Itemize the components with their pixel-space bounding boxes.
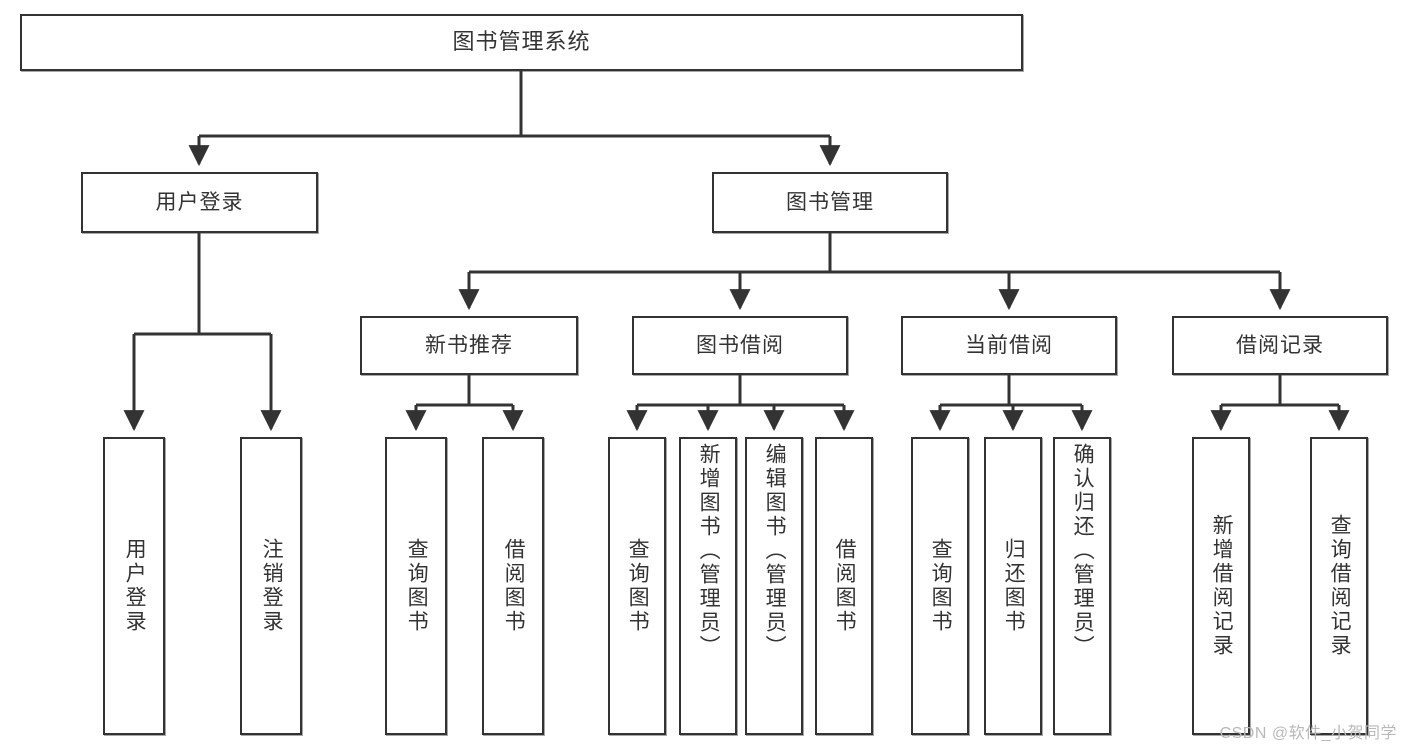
leaf-user-logout[interactable]: 注销登录 — [240, 437, 302, 735]
leaf-query-book-current[interactable]: 查询图书 — [911, 437, 969, 735]
leaf-edit-book-admin[interactable]: 编辑图书（管理员） — [745, 437, 803, 735]
leaf-add-book-admin[interactable]: 新增图书（管理员） — [679, 437, 737, 735]
node-borrow-record[interactable]: 借阅记录 — [1172, 316, 1388, 375]
node-book-manage[interactable]: 图书管理 — [712, 172, 948, 233]
node-book-borrow[interactable]: 图书借阅 — [632, 316, 848, 375]
leaf-return-book[interactable]: 归还图书 — [984, 437, 1042, 735]
leaf-query-borrow-record[interactable]: 查询借阅记录 — [1310, 437, 1368, 735]
csdn-watermark: CSDN @软件_小贺同学 — [1219, 725, 1397, 742]
node-current-borrow[interactable]: 当前借阅 — [901, 316, 1117, 375]
leaf-confirm-return-admin[interactable]: 确认归还（管理员） — [1053, 437, 1111, 735]
leaf-borrow-book-recommend[interactable]: 借阅图书 — [482, 437, 544, 735]
leaf-add-borrow-record[interactable]: 新增借阅记录 — [1192, 437, 1250, 735]
leaf-user-login[interactable]: 用户登录 — [103, 437, 165, 735]
leaf-query-book-recommend[interactable]: 查询图书 — [385, 437, 447, 735]
leaf-query-book-borrow[interactable]: 查询图书 — [608, 437, 666, 735]
node-new-book-recommend[interactable]: 新书推荐 — [360, 316, 578, 375]
leaf-borrow-book[interactable]: 借阅图书 — [815, 437, 873, 735]
node-user-login[interactable]: 用户登录 — [81, 172, 318, 233]
node-root[interactable]: 图书管理系统 — [20, 14, 1023, 71]
